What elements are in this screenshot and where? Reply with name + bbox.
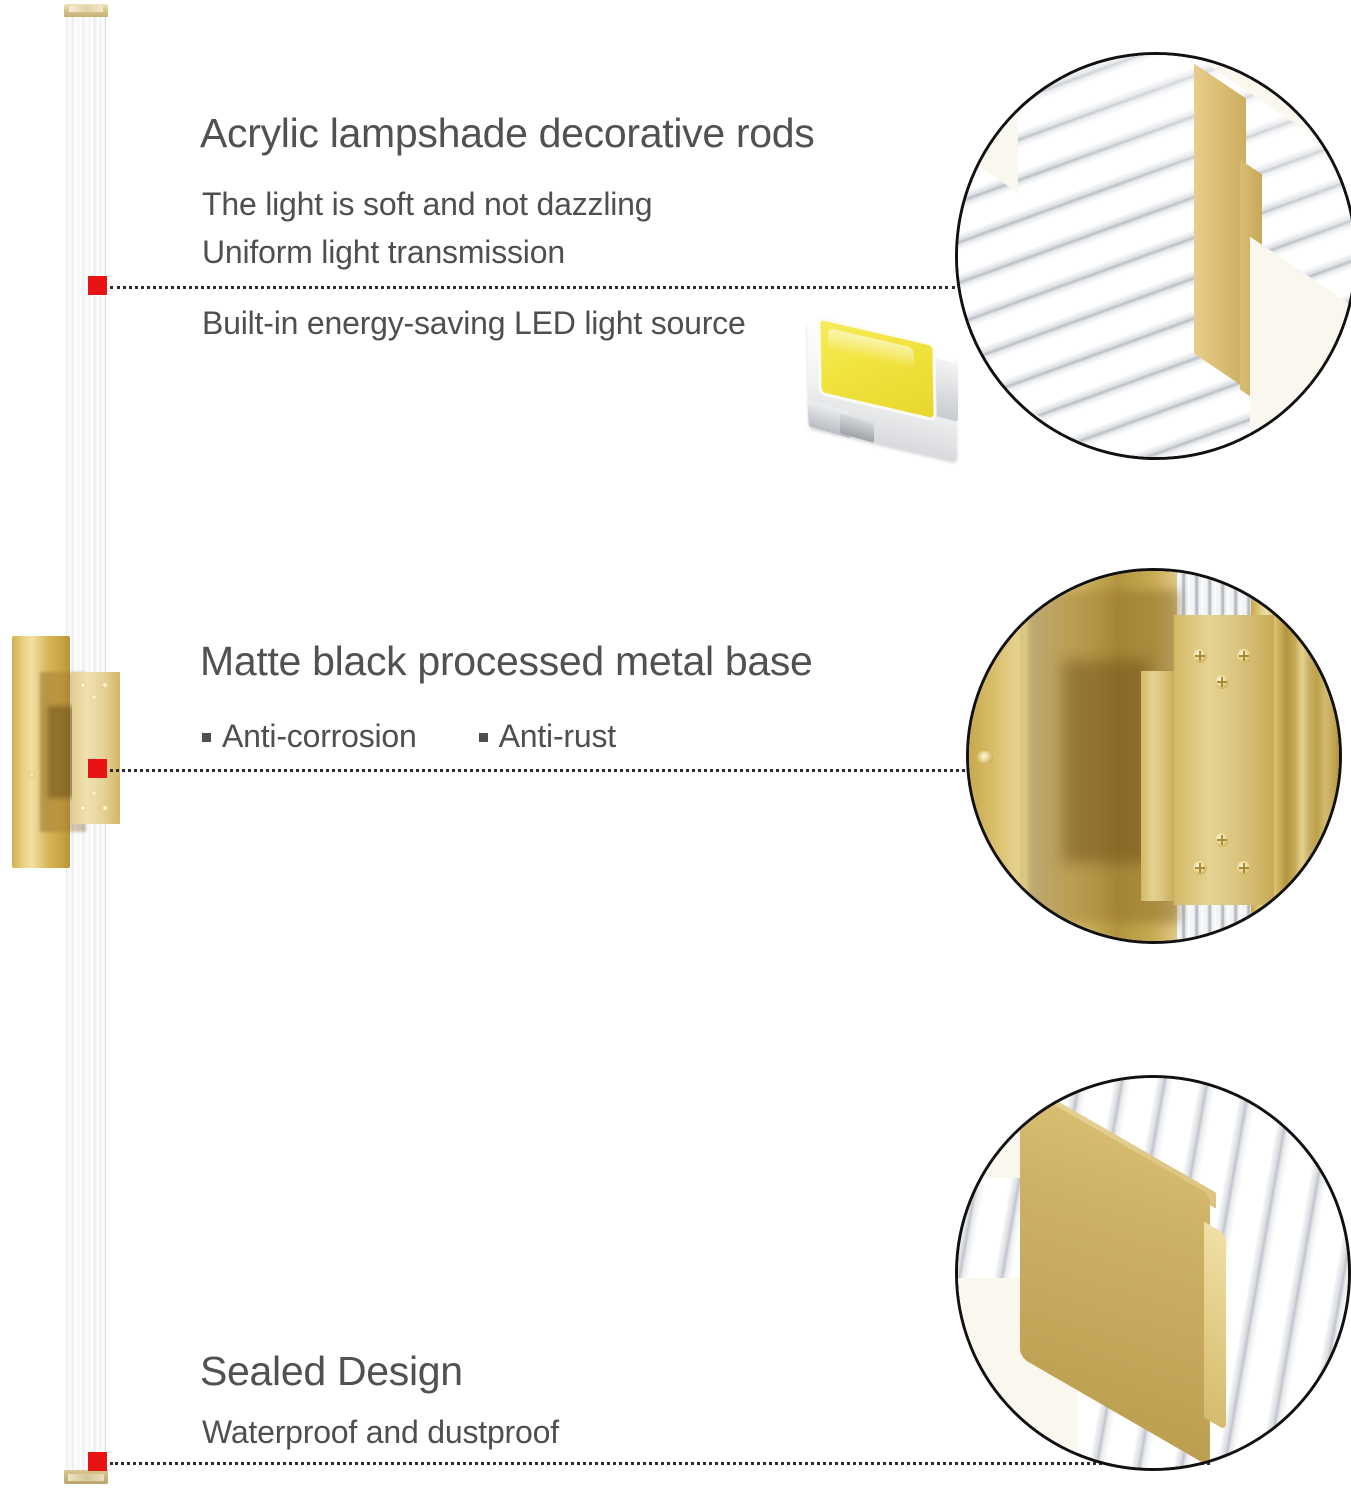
- rods-gold-end-cap: [1194, 63, 1246, 389]
- leader-line-acrylic: [110, 286, 955, 289]
- gold-top-cap: [64, 4, 108, 17]
- section-heading-sealed: Sealed Design: [200, 1348, 463, 1394]
- bottom-cap-face: [68, 1474, 104, 1481]
- screw-icon: [1237, 861, 1251, 875]
- side-screw-icon: [977, 751, 993, 764]
- bullet-label-anti-corrosion: Anti-corrosion: [222, 718, 417, 754]
- brass-step: [1141, 671, 1175, 901]
- brass-seam: [1021, 571, 1031, 941]
- detail-circle-sealed-cap: [955, 1075, 1351, 1471]
- leader-line-base: [110, 769, 965, 772]
- bracket-screw-icon: [91, 790, 97, 796]
- bullet-label-anti-rust: Anti-rust: [498, 718, 617, 754]
- bullet-square-icon: [202, 733, 211, 742]
- bracket-screw-icon: [80, 682, 86, 688]
- bracket-back-plate: [12, 636, 86, 868]
- bracket-screw-icon: [80, 805, 86, 811]
- section-bullets-base: Anti-corrosion Anti-rust: [202, 718, 616, 755]
- sealed-cap-side-edge: [1204, 1221, 1226, 1431]
- bracket-side-screw-icon: [28, 771, 35, 778]
- screw-icon: [1215, 675, 1229, 689]
- section-heading-acrylic: Acrylic lampshade decorative rods: [200, 110, 815, 156]
- bullet-square-icon: [478, 733, 488, 742]
- section-note-led: Built-in energy-saving LED light source: [202, 305, 746, 341]
- connector-marker-sealed: [88, 1452, 107, 1471]
- bracket-screw-icon: [102, 682, 108, 688]
- leader-line-sealed: [110, 1462, 1210, 1465]
- section-line-acrylic-2: Uniform light transmission: [202, 234, 565, 270]
- section-heading-base: Matte black processed metal base: [200, 638, 813, 684]
- screw-icon: [1193, 649, 1207, 663]
- brass-deep-shadow: [1061, 659, 1151, 864]
- gold-bottom-cap: [64, 1470, 108, 1484]
- screw-icon: [1237, 649, 1251, 663]
- detail-circle-metal-base: [966, 568, 1342, 944]
- screw-icon: [1193, 861, 1207, 875]
- bracket-screw-icon: [102, 805, 108, 811]
- brass-mount-plate: [1174, 615, 1274, 905]
- section-line-sealed-1: Waterproof and dustproof: [202, 1414, 559, 1450]
- section-line-acrylic-1: The light is soft and not dazzling: [202, 186, 653, 222]
- wall-mount-bracket: [0, 632, 130, 872]
- bracket-screw-icon: [91, 694, 97, 700]
- top-cap-face: [69, 6, 103, 12]
- connector-marker-base: [88, 759, 107, 778]
- connector-marker-acrylic: [88, 276, 107, 295]
- led-chip-icon: [800, 316, 972, 470]
- bracket-front-plate: [72, 672, 120, 824]
- detail-circle-acrylic-rods: [955, 52, 1351, 460]
- screw-icon: [1215, 833, 1229, 847]
